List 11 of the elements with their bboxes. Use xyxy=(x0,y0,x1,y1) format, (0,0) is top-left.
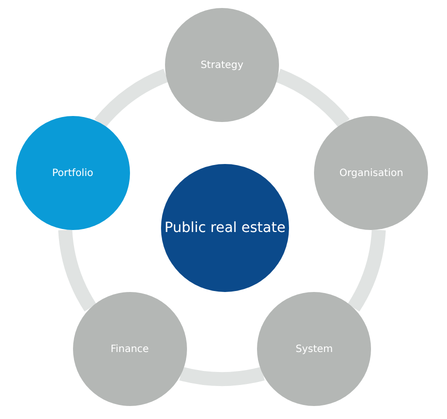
ring-connector xyxy=(275,68,350,128)
node-label: Strategy xyxy=(200,60,244,70)
node-label: System xyxy=(296,344,333,355)
ring-connector xyxy=(94,68,169,128)
node-label: Portfolio xyxy=(52,168,94,179)
ring-connector xyxy=(180,366,264,386)
ring-connector xyxy=(347,229,386,312)
node-label: Finance xyxy=(110,344,149,355)
node-label: Public real estate xyxy=(164,220,286,236)
ring-connector xyxy=(58,229,97,312)
node-label: Organisation xyxy=(339,168,404,179)
